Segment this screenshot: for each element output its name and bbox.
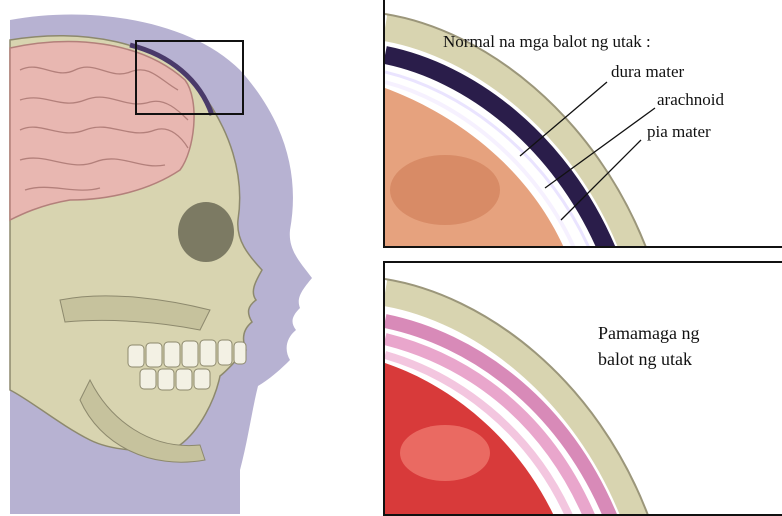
brain-tissue-shade bbox=[390, 155, 500, 225]
inflamed-caption-line1: Pamamaga ng bbox=[598, 323, 699, 344]
inflamed-tissue-highlight bbox=[400, 425, 490, 481]
normal-meninges-heading: Normal na mga balot ng utak : bbox=[443, 32, 651, 52]
eye-socket bbox=[178, 202, 234, 262]
inflamed-meninges-drawing bbox=[385, 263, 782, 516]
label-arachnoid: arachnoid bbox=[657, 90, 724, 110]
inflamed-meninges-panel: Pamamaga ng balot ng utak bbox=[383, 261, 782, 516]
label-pia-mater: pia mater bbox=[647, 122, 711, 142]
normal-meninges-panel: Normal na mga balot ng utak : dura mater… bbox=[383, 0, 782, 248]
label-dura-mater: dura mater bbox=[611, 62, 684, 82]
head-skull-brain-illustration bbox=[0, 0, 380, 514]
inflamed-caption-line2: balot ng utak bbox=[598, 349, 692, 370]
